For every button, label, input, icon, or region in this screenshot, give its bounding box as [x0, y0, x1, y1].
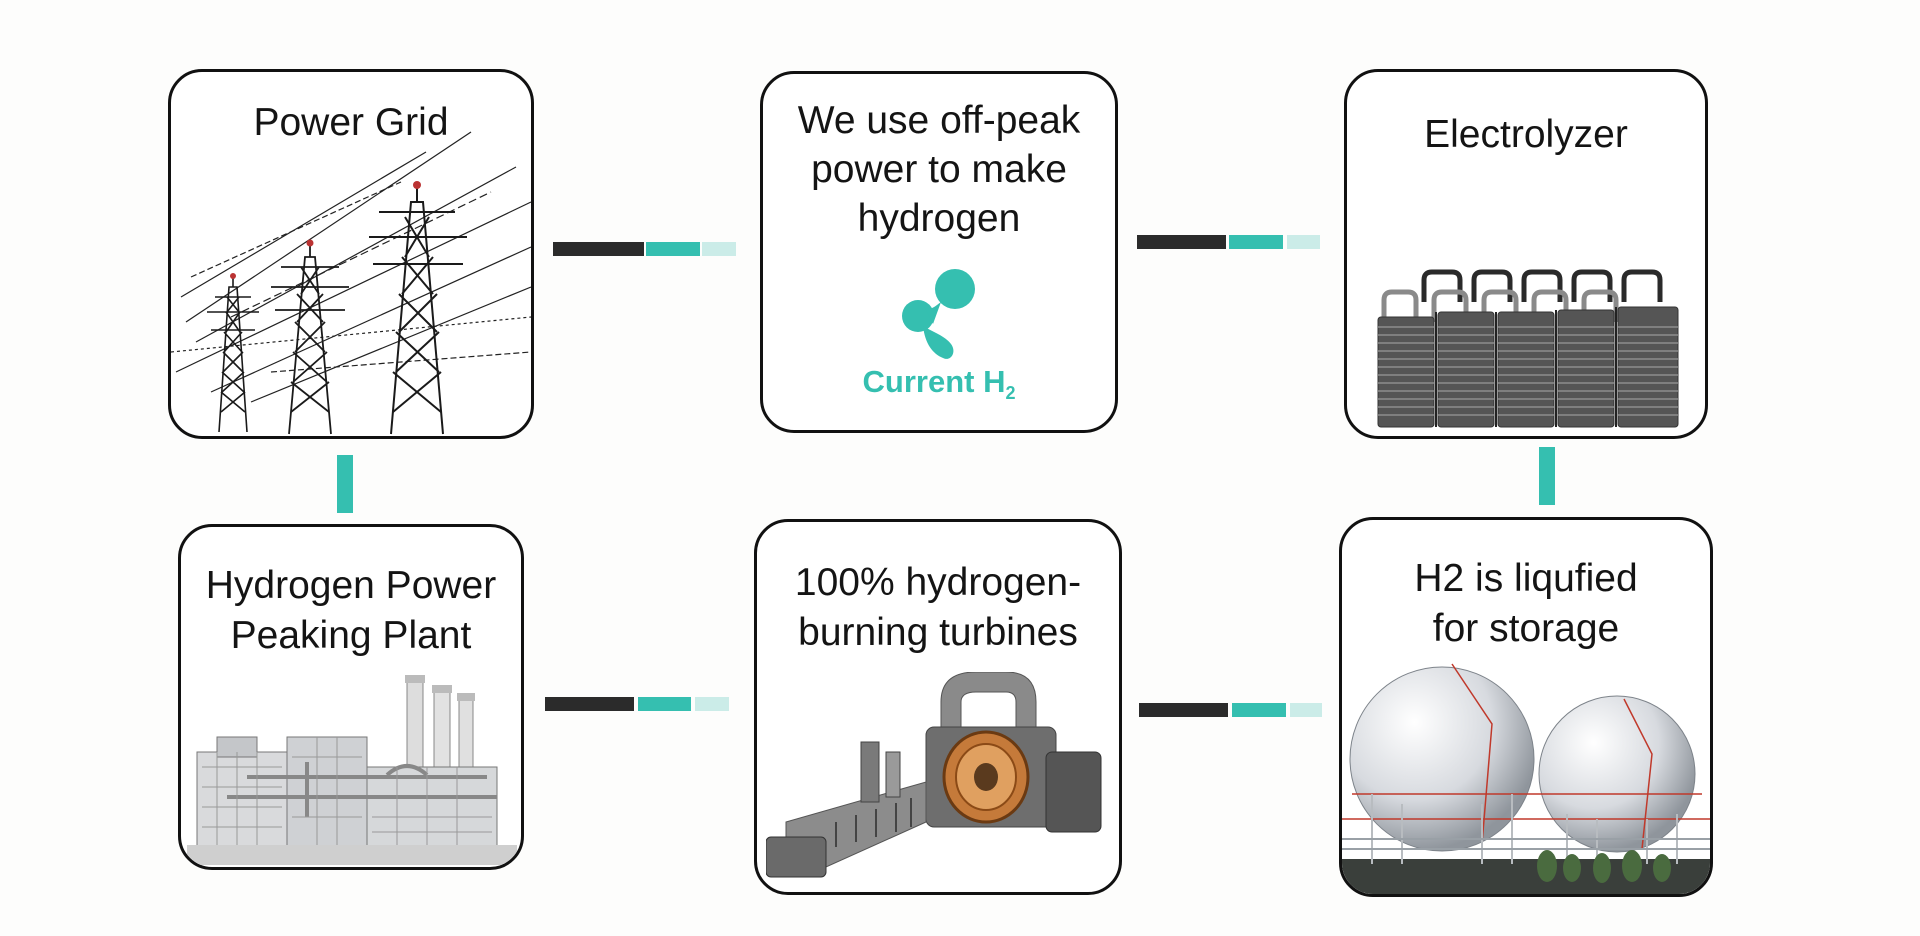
spherical-storage-tanks-illustration — [1342, 663, 1710, 894]
connector-grid-to-offpeak — [553, 242, 736, 256]
connector-light-segment — [702, 242, 736, 256]
connector-offpeak-to-electrolyzer — [1137, 235, 1320, 249]
connector-teal-segment — [1232, 703, 1286, 717]
logo-subscript: 2 — [1005, 383, 1016, 404]
connector-teal-segment — [1229, 235, 1283, 249]
peaking-plant-card: Hydrogen Power Peaking Plant — [178, 524, 524, 870]
turbines-card: 100% hydrogen- burning turbines — [754, 519, 1122, 895]
logo-text-main: Current H — [862, 364, 1006, 399]
storage-title-line-1: H2 is liqufied — [1414, 557, 1638, 600]
transmission-towers-illustration — [171, 131, 531, 435]
connector-turbines-to-storage — [1139, 703, 1322, 717]
off-peak-card: We use off-peak power to make hydrogen C… — [760, 71, 1118, 433]
power-grid-title: Power Grid — [253, 101, 449, 144]
connector-light-segment — [1290, 703, 1322, 717]
electrolyzer-card: Electrolyzer — [1344, 69, 1708, 439]
connector-peaking-to-turbines — [545, 697, 729, 711]
storage-card: H2 is liqufied for storage — [1339, 517, 1713, 897]
connector-teal-segment — [646, 242, 700, 256]
electrolyzer-stack-illustration — [1377, 269, 1679, 428]
peaking-plant-title-line-2: Peaking Plant — [230, 614, 472, 657]
power-grid-card: Power Grid — [168, 69, 534, 439]
connector-dark-segment — [545, 697, 634, 711]
connector-electrolyzer-to-storage — [1539, 447, 1555, 505]
current-h2-logo-icon — [902, 269, 975, 359]
connector-dark-segment — [1137, 235, 1226, 249]
peaking-plant-title-line-1: Hydrogen Power — [205, 564, 497, 607]
off-peak-title-line-2: power to make — [811, 148, 1067, 191]
off-peak-title-line-1: We use off-peak — [797, 99, 1081, 142]
storage-title-line-2: for storage — [1432, 607, 1620, 650]
current-h2-logo-text: Current H2 — [763, 364, 1115, 404]
connector-teal-segment — [638, 697, 691, 711]
turbines-title-line-1: 100% hydrogen- — [794, 561, 1082, 604]
off-peak-title-line-3: hydrogen — [857, 197, 1021, 240]
connector-dark-segment — [1139, 703, 1228, 717]
power-plant-illustration — [187, 675, 517, 865]
connector-dark-segment — [553, 242, 644, 256]
connector-grid-to-peaking-plant — [337, 455, 353, 513]
connector-light-segment — [695, 697, 729, 711]
gas-turbine-illustration — [766, 672, 1102, 878]
connector-light-segment — [1287, 235, 1320, 249]
turbines-title-line-2: burning turbines — [798, 611, 1078, 654]
electrolyzer-title: Electrolyzer — [1424, 113, 1628, 156]
